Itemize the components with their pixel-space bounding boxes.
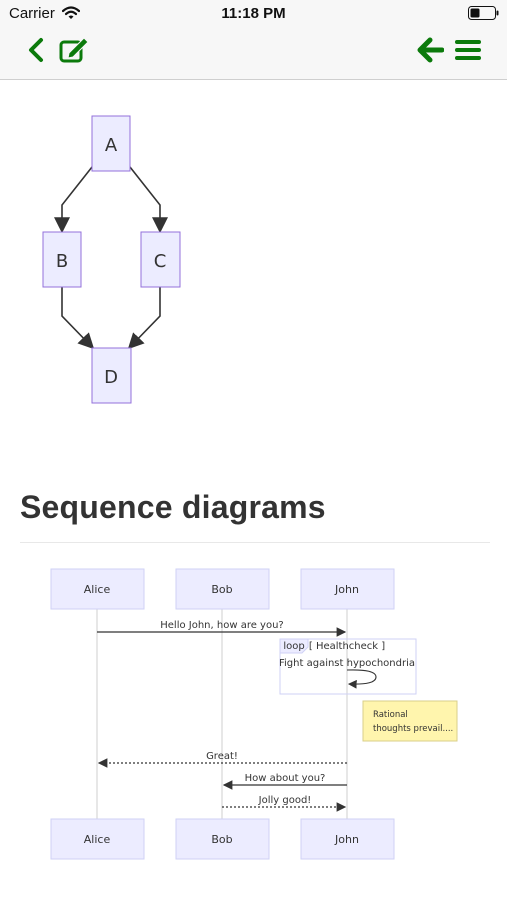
arrow-left-icon bbox=[416, 37, 445, 68]
menu-button[interactable] bbox=[450, 34, 486, 70]
message-2-label: Great! bbox=[206, 751, 238, 762]
edge-c-d bbox=[127, 287, 161, 350]
participant-alice-bottom: Alice bbox=[50, 818, 145, 860]
loop-condition: [ Healthcheck ] bbox=[309, 641, 385, 652]
edge-a-b bbox=[54, 166, 93, 234]
participant-alice-bottom-label: Alice bbox=[84, 833, 111, 846]
note: Rational thoughts prevail.... bbox=[362, 700, 458, 742]
carrier-label: Carrier bbox=[9, 5, 55, 22]
participant-john-bottom-label: John bbox=[334, 833, 359, 846]
status-time: 11:18 PM bbox=[221, 5, 286, 22]
wifi-icon bbox=[61, 6, 81, 25]
node-c-label: C bbox=[154, 251, 167, 272]
node-a-label: A bbox=[105, 135, 118, 156]
self-message-arrow bbox=[346, 669, 377, 689]
battery-icon bbox=[468, 6, 500, 25]
node-c: C bbox=[140, 231, 181, 288]
node-d: D bbox=[91, 347, 132, 404]
document-content: A B C D Sequence diagrams bbox=[0, 81, 507, 900]
node-b: B bbox=[42, 231, 82, 288]
edge-b-d bbox=[61, 287, 95, 350]
loop-message-label: Fight against hypochondria bbox=[279, 658, 415, 669]
loop-label: loop bbox=[283, 641, 304, 652]
menu-icon bbox=[454, 38, 482, 67]
participant-bob-label: Bob bbox=[211, 583, 232, 596]
section-heading: Sequence diagrams bbox=[20, 489, 326, 525]
sequence-diagram: Alice Bob John Hello John, how are you? … bbox=[0, 561, 507, 866]
participant-john-label: John bbox=[334, 583, 359, 596]
node-d-label: D bbox=[104, 367, 118, 388]
participant-john-bottom: John bbox=[300, 818, 395, 860]
note-line-2: thoughts prevail.... bbox=[373, 724, 453, 734]
edge-a-c bbox=[129, 166, 168, 234]
message-1-label: Hello John, how are you? bbox=[160, 620, 283, 631]
participant-bob-top: Bob bbox=[175, 568, 270, 610]
chevron-left-icon bbox=[26, 37, 46, 68]
participant-bob-bottom: Bob bbox=[175, 818, 270, 860]
edit-icon bbox=[58, 36, 90, 69]
participant-john-top: John bbox=[300, 568, 395, 610]
nav-bar bbox=[0, 28, 507, 80]
participant-alice-label: Alice bbox=[84, 583, 111, 596]
note-line-1: Rational bbox=[373, 710, 408, 720]
node-a: A bbox=[91, 115, 131, 172]
edit-button[interactable] bbox=[56, 34, 92, 70]
node-b-label: B bbox=[56, 251, 68, 272]
back-button[interactable] bbox=[18, 34, 54, 70]
heading-divider bbox=[20, 542, 490, 543]
history-back-button[interactable] bbox=[412, 34, 448, 70]
participant-alice-top: Alice bbox=[50, 568, 145, 610]
message-3-label: How about you? bbox=[245, 773, 326, 784]
status-bar: Carrier 11:18 PM bbox=[0, 0, 507, 28]
participant-bob-bottom-label: Bob bbox=[211, 833, 232, 846]
flowchart-diagram: A B C D bbox=[0, 81, 230, 416]
message-4-label: Jolly good! bbox=[258, 795, 312, 806]
loop-block: loop [ Healthcheck ] Fight against hypoc… bbox=[279, 638, 417, 695]
